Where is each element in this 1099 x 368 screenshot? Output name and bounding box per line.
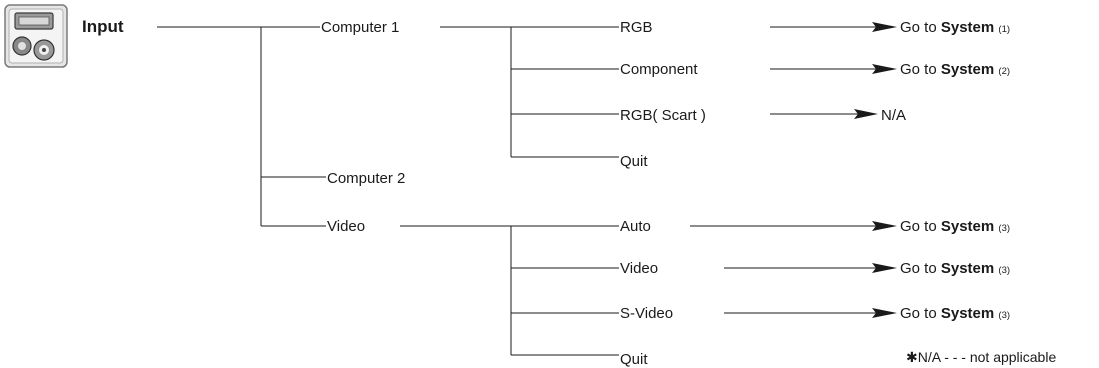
video-option: Video [620, 260, 658, 277]
result-auto: Go to System (3) [900, 218, 1010, 235]
arrow-right-icon [854, 109, 878, 119]
video-quit-option: Quit [620, 351, 648, 368]
rgb-option: RGB [620, 19, 653, 36]
computer1-item: Computer 1 [321, 19, 399, 36]
rgb-scart-option: RGB( Scart ) [620, 107, 706, 124]
result-video: Go to System (3) [900, 260, 1010, 277]
video-connectors [400, 225, 619, 356]
arrow-right-icon [872, 308, 897, 318]
arrow-right-icon [872, 221, 897, 231]
result-svideo: Go to System (3) [900, 305, 1010, 322]
result-rgb: Go to System (1) [900, 19, 1010, 36]
computer1-connectors [440, 26, 619, 158]
arrow-right-icon [872, 64, 897, 74]
arrow-right-icon [872, 263, 897, 273]
level1-connectors [157, 26, 326, 227]
result-arrows [690, 22, 897, 318]
footnote: ✱N/A - - - not applicable [906, 349, 1056, 365]
computer1-quit-option: Quit [620, 153, 648, 170]
diagram-title: Input [82, 17, 124, 36]
computer2-item: Computer 2 [327, 170, 405, 187]
svideo-option: S-Video [620, 305, 673, 322]
result-component: Go to System (2) [900, 61, 1010, 78]
asterisk-icon: ✱ [906, 349, 918, 365]
result-rgb-scart: N/A [881, 107, 906, 124]
video-item: Video [327, 218, 365, 235]
arrow-right-icon [872, 22, 897, 32]
component-option: Component [620, 61, 698, 78]
auto-option: Auto [620, 218, 651, 235]
input-connector-icon [4, 4, 68, 68]
